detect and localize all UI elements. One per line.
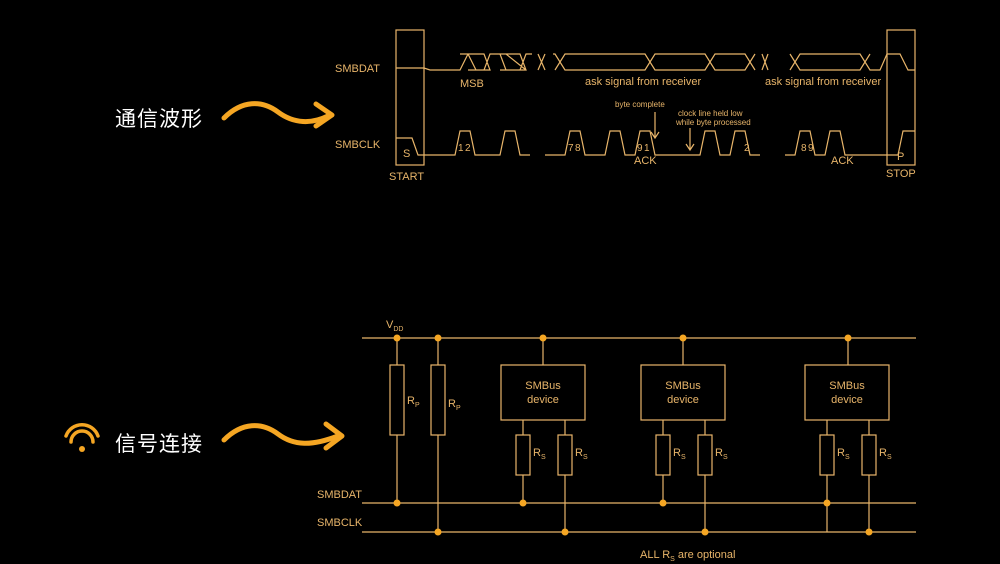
- heading-connection: 信号连接: [115, 432, 203, 456]
- smbclk-waveform: [396, 130, 530, 156]
- circuit-labels: VDD RP RP RS RS RS RS RS RS SMBus device…: [317, 319, 892, 563]
- clock-held-arrow: [685, 128, 695, 152]
- rp-label: RP: [407, 395, 420, 409]
- series-resistor: [861, 434, 877, 476]
- series-resistor: [515, 434, 531, 476]
- series-resistor: [819, 434, 835, 476]
- smbclk-segment-2: [545, 130, 760, 156]
- rs-label: RS: [837, 447, 850, 461]
- bit-label: 9: [808, 143, 814, 154]
- series-resistor: [557, 434, 573, 476]
- bit-label: 8: [801, 143, 807, 154]
- rs-label: RS: [533, 447, 546, 461]
- device-label: device: [831, 394, 863, 406]
- rs-label: RS: [575, 447, 588, 461]
- pull-up-resistor: [430, 364, 446, 436]
- smbus-device: [804, 364, 890, 421]
- rp-label: RP: [448, 398, 461, 412]
- device-label: device: [527, 394, 559, 406]
- smbdat-waveform: [396, 53, 532, 71]
- series-resistor: [655, 434, 671, 476]
- bit-label: 8: [575, 143, 581, 154]
- smbdat-segment-2: [553, 53, 756, 71]
- rs-label: RS: [673, 447, 686, 461]
- smbdat-segment-3: [789, 53, 915, 71]
- bit-label: 9: [637, 143, 643, 154]
- smbclk-label: SMBCLK: [317, 517, 363, 529]
- msb-label: MSB: [460, 78, 484, 90]
- smbdat-break: [537, 53, 546, 71]
- bit-label: 1: [458, 143, 464, 154]
- wifi-icon: [64, 423, 100, 452]
- stop-label: STOP: [886, 168, 916, 180]
- smbus-device: [640, 364, 726, 421]
- byte-complete-arrow: [650, 112, 660, 140]
- optional-note: ALL RS are optional: [640, 549, 735, 563]
- start-label: START: [389, 171, 424, 183]
- stop-symbol: P: [897, 151, 904, 163]
- junction-dots: [393, 334, 873, 536]
- byte-complete-label: byte complete: [615, 100, 665, 109]
- bit-label: 2: [744, 143, 750, 154]
- smbdat-break: [761, 53, 769, 71]
- rs-label: RS: [879, 447, 892, 461]
- start-box: [395, 29, 425, 166]
- smbdat-label: SMBDAT: [335, 63, 380, 75]
- wavy-arrow-icon: [221, 421, 345, 451]
- heading-waveform: 通信波形: [115, 107, 203, 131]
- wavy-arrow-icon: [221, 101, 335, 129]
- device-label: SMBus: [829, 380, 865, 392]
- bit-label: 7: [568, 143, 574, 154]
- timing-diagram: [395, 29, 916, 166]
- bit-label: 2: [465, 143, 471, 154]
- stop-box: [886, 29, 916, 166]
- timing-labels: SMBDAT SMBCLK MSB ask signal from receiv…: [335, 63, 916, 183]
- vdd-label: VDD: [386, 319, 403, 333]
- bit-label: 1: [644, 143, 650, 154]
- smbclk-label: SMBCLK: [335, 139, 381, 151]
- smbclk-segment-3: [785, 130, 915, 156]
- ack-signal-label: ask signal from receiver: [585, 76, 701, 88]
- device-label: SMBus: [525, 380, 561, 392]
- start-symbol: S: [403, 148, 410, 160]
- pull-up-resistor: [389, 364, 405, 436]
- ack-label: ACK: [634, 155, 657, 167]
- smbus-device: [500, 364, 586, 421]
- device-label: device: [667, 394, 699, 406]
- clock-held-label: while byte processed: [675, 118, 751, 127]
- ack-label: ACK: [831, 155, 854, 167]
- ack-signal-label: ask signal from receiver: [765, 76, 881, 88]
- device-label: SMBus: [665, 380, 701, 392]
- series-resistor: [697, 434, 713, 476]
- clock-held-label: clock line held low: [678, 109, 743, 118]
- rs-label: RS: [715, 447, 728, 461]
- smbdat-label: SMBDAT: [317, 489, 362, 501]
- circuit-diagram: [362, 337, 916, 533]
